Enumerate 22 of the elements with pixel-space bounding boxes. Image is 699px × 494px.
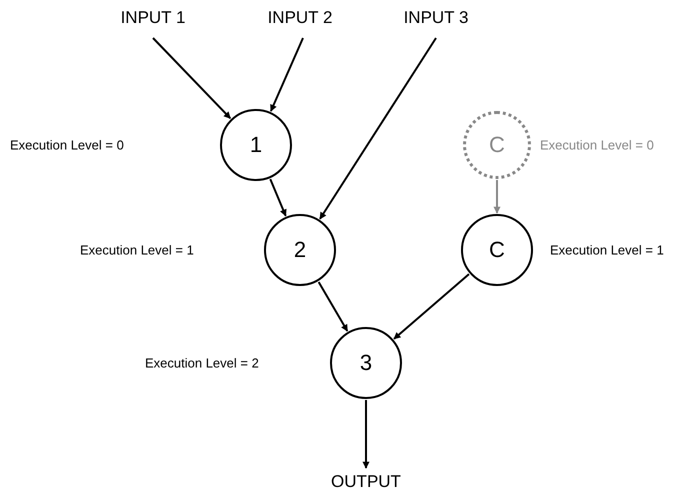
terminal-label: INPUT 1	[120, 8, 186, 28]
arrow	[393, 273, 470, 340]
execution-level-label: Execution Level = 2	[145, 356, 259, 370]
node-circle: C	[461, 214, 533, 286]
terminal-label: OUTPUT	[331, 472, 401, 492]
terminal-label: INPUT 3	[404, 8, 468, 28]
execution-level-label: Execution Level = 0	[10, 138, 124, 152]
arrow	[362, 400, 370, 469]
terminal-label: INPUT 2	[268, 8, 332, 28]
execution-level-label: Execution Level = 1	[550, 242, 664, 258]
arrow	[318, 281, 348, 332]
arrow	[269, 178, 287, 217]
arrow	[494, 180, 500, 214]
arrow	[270, 38, 304, 112]
node-circle: 2	[264, 214, 336, 286]
arrow	[152, 37, 232, 120]
node-circle: 3	[330, 327, 402, 399]
node-circle: 1	[220, 109, 292, 181]
dotted-node-circle: C	[463, 111, 531, 179]
execution-level-label: Execution Level = 0	[540, 138, 654, 152]
execution-level-label: Execution Level = 1	[80, 242, 194, 258]
arrow	[319, 37, 437, 220]
